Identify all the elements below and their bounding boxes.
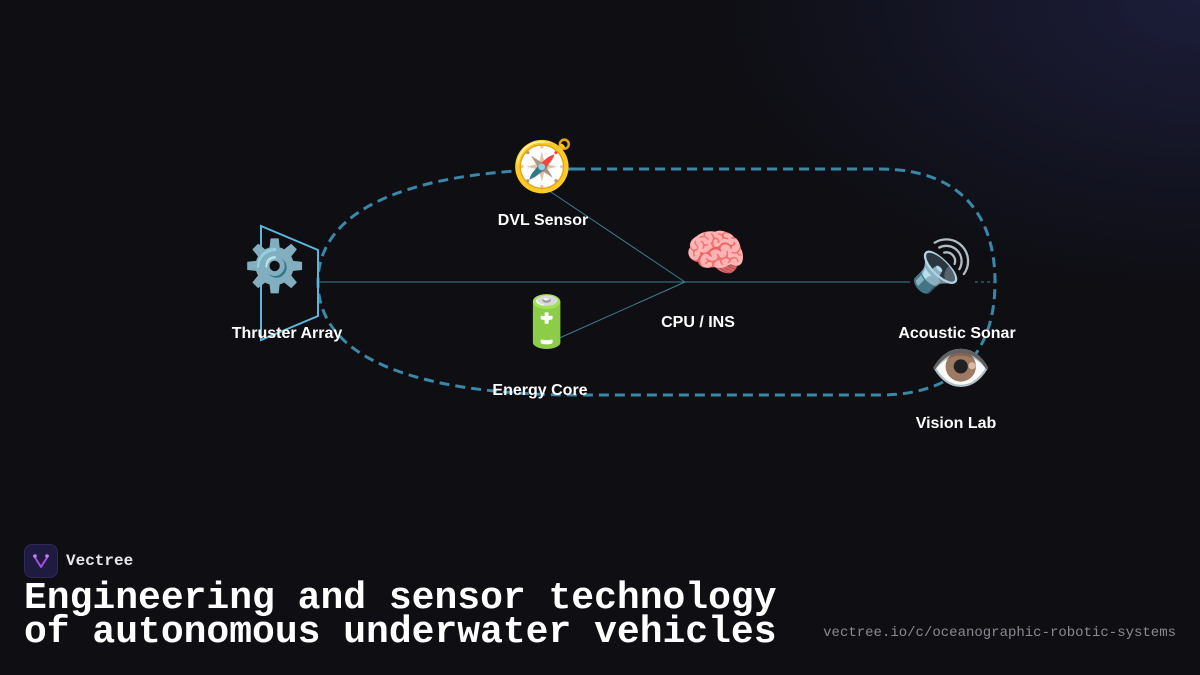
compass-icon: 🧭	[511, 137, 575, 195]
auv-diagram	[260, 167, 997, 397]
page-title: Engineering and sensor technology of aut…	[24, 577, 777, 654]
source-url: vectree.io/c/oceanographic-robotic-syste…	[823, 625, 1176, 641]
gear-icon: ⚙️	[243, 237, 307, 295]
brand: Vectree	[24, 544, 133, 578]
speaker-icon: 🔊	[910, 237, 974, 295]
node-label-vision: Vision Lab	[915, 415, 997, 432]
eye-icon: 👁️	[929, 339, 993, 397]
node-label-cpu: CPU / INS	[661, 314, 735, 331]
vectree-logo-icon	[24, 544, 58, 578]
hull-outline	[316, 167, 997, 397]
node-label-dvl: DVL Sensor	[497, 212, 589, 229]
battery-icon: 🔋	[515, 293, 579, 351]
brain-icon: 🧠	[684, 224, 748, 282]
brand-name: Vectree	[66, 552, 134, 570]
link-dvl-cpu	[544, 187, 686, 283]
thruster-nozzle-outline	[260, 224, 319, 342]
link-energy-cpu	[554, 281, 686, 341]
node-label-sonar: Acoustic Sonar	[898, 325, 1016, 342]
node-label-energy: Energy Core	[492, 382, 588, 399]
node-label-thruster: Thruster Array	[231, 325, 343, 342]
